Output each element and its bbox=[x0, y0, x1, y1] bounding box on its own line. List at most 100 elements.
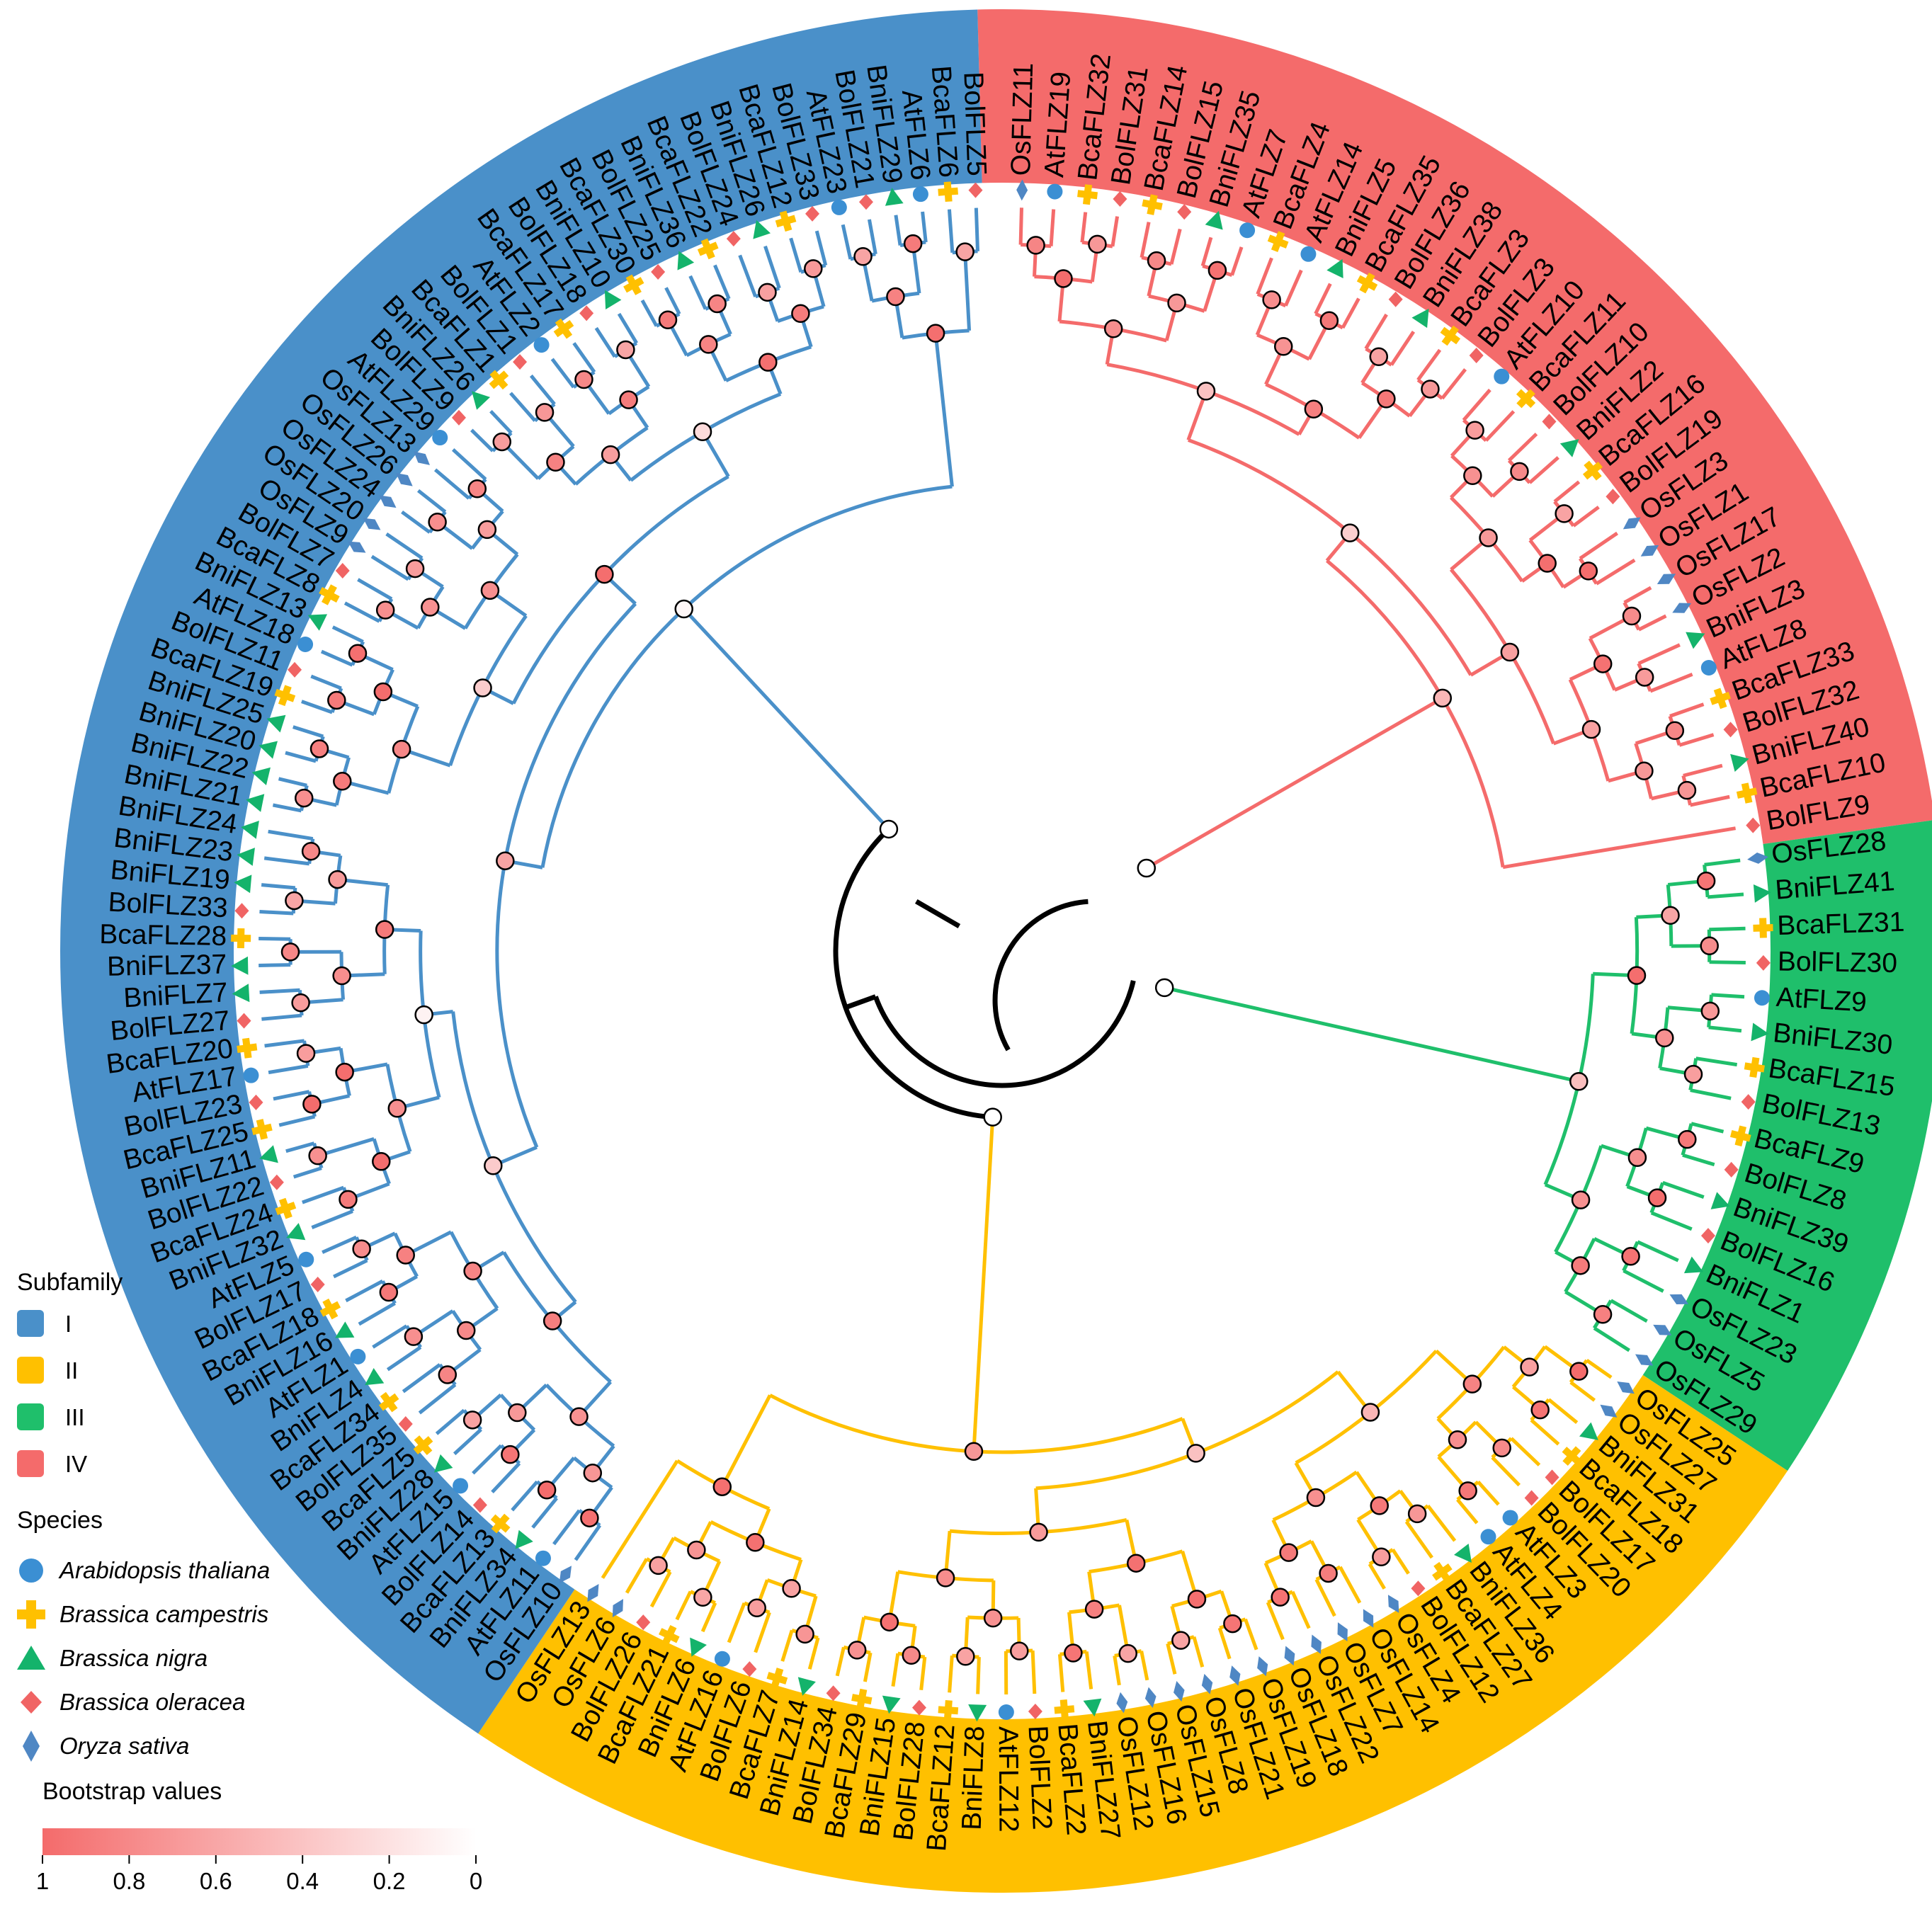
leaf-label: AtFLZ12 bbox=[993, 1726, 1024, 1833]
bootstrap-node bbox=[693, 422, 712, 442]
species-marker-bni bbox=[258, 741, 278, 759]
bootstrap-node bbox=[1635, 761, 1654, 780]
species-marker-os bbox=[559, 1566, 572, 1583]
bootstrap-node bbox=[616, 340, 635, 360]
species-marker-bca bbox=[659, 1624, 680, 1646]
species-marker-bca bbox=[231, 928, 251, 949]
species-marker-bol bbox=[1723, 722, 1738, 738]
species-marker-bca bbox=[775, 210, 797, 232]
species-marker-bca bbox=[1440, 325, 1461, 346]
bootstrap-node bbox=[574, 370, 593, 389]
bootstrap-node bbox=[302, 1095, 322, 1114]
bootstrap-node bbox=[1581, 719, 1601, 739]
species-marker-bca bbox=[319, 584, 340, 605]
bootstrap-node bbox=[1304, 399, 1324, 419]
subfamily-label: I bbox=[65, 1311, 72, 1337]
species-marker-bca bbox=[1142, 194, 1163, 215]
species-marker-bol bbox=[742, 1661, 757, 1677]
bootstrap-node bbox=[396, 1246, 415, 1265]
bootstrap-node bbox=[1700, 1001, 1720, 1021]
bootstrap-node bbox=[1465, 421, 1484, 440]
species-marker-at bbox=[1047, 183, 1063, 200]
bootstrap-node bbox=[1635, 668, 1654, 687]
bootstrap-node bbox=[1458, 1481, 1477, 1500]
bootstrap-node bbox=[1223, 1614, 1242, 1634]
species-marker-os bbox=[587, 1583, 599, 1602]
species-marker-bol bbox=[1388, 291, 1403, 307]
bootstrap-node bbox=[405, 559, 425, 579]
bootstrap-node bbox=[1622, 606, 1642, 626]
species-marker-os bbox=[1747, 853, 1768, 864]
bootstrap-node bbox=[758, 353, 778, 372]
species-marker-bol bbox=[451, 409, 466, 426]
leaf-label: BolFLZ5 bbox=[958, 72, 991, 177]
species-marker-bca bbox=[1729, 1125, 1751, 1147]
species-legend-label: Brassica oleracea bbox=[59, 1689, 245, 1715]
leaf-label: OsFLZ11 bbox=[1006, 62, 1039, 176]
species-marker-bni bbox=[231, 956, 249, 975]
bootstrap-node bbox=[375, 920, 394, 939]
bootstrap-node bbox=[1538, 554, 1557, 573]
bootstrap-node bbox=[291, 993, 310, 1013]
bootstrap-node bbox=[1187, 1590, 1207, 1609]
bootstrap-node bbox=[1448, 1430, 1467, 1449]
species-marker-os bbox=[379, 495, 397, 508]
bootstrap-node bbox=[308, 1146, 327, 1166]
bootstrap-node bbox=[1319, 311, 1339, 331]
bootstrap-node bbox=[1700, 936, 1719, 955]
bootstrap-node bbox=[328, 870, 347, 889]
species-marker-bni bbox=[882, 1695, 901, 1714]
species-legend-marker bbox=[23, 1731, 40, 1762]
subfamily-label: IV bbox=[65, 1451, 87, 1477]
species-marker-bni bbox=[797, 1677, 816, 1696]
bootstrap-node bbox=[332, 966, 351, 986]
band-II bbox=[478, 1374, 1788, 1893]
bootstrap-node bbox=[1462, 1374, 1482, 1394]
species-marker-bni bbox=[1454, 1544, 1472, 1563]
species-marker-bca bbox=[1516, 389, 1536, 409]
species-legend-label: Brassica campestris bbox=[59, 1601, 268, 1627]
bootstrap-node bbox=[687, 1540, 706, 1560]
bootstrap-node bbox=[301, 841, 321, 861]
species-legend-marker bbox=[17, 1600, 45, 1629]
bootstrap-node bbox=[1555, 504, 1574, 523]
bootstrap-tick-label: 1 bbox=[36, 1868, 49, 1894]
species-marker-os bbox=[396, 473, 413, 486]
species-marker-bol bbox=[1113, 190, 1127, 207]
species-marker-at bbox=[1502, 1510, 1518, 1526]
species-marker-at bbox=[453, 1478, 469, 1494]
species-marker-bca bbox=[1562, 1446, 1582, 1466]
bootstrap-node bbox=[473, 678, 492, 697]
bootstrap-node bbox=[1279, 1543, 1298, 1562]
subfamily-legend-title: Subfamily bbox=[17, 1269, 123, 1296]
bootstrap-node bbox=[1593, 1305, 1613, 1324]
species-legend-label: Brassica nigra bbox=[59, 1645, 208, 1671]
band-IV bbox=[977, 9, 1932, 844]
species-marker-bni bbox=[246, 794, 265, 812]
species-marker-bni bbox=[307, 614, 328, 631]
subfamily-swatch-IV bbox=[17, 1450, 44, 1477]
species-marker-bca bbox=[1744, 1056, 1765, 1078]
species-marker-at bbox=[1700, 660, 1717, 676]
bootstrap-node bbox=[1569, 1072, 1589, 1091]
species-marker-at bbox=[1480, 1529, 1496, 1545]
leaf-label: BniFLZ7 bbox=[123, 977, 229, 1013]
bootstrap-node bbox=[1360, 1403, 1380, 1422]
bootstrap-node bbox=[1372, 1547, 1391, 1566]
species-marker-bca bbox=[1356, 272, 1378, 294]
bootstrap-node bbox=[1569, 1362, 1589, 1381]
bootstrap-node bbox=[1677, 780, 1697, 800]
species-marker-bni bbox=[251, 767, 271, 785]
bootstrap-node bbox=[1126, 1554, 1146, 1573]
species-marker-bca bbox=[1077, 184, 1098, 205]
species-legend-marker bbox=[19, 1558, 43, 1583]
species-marker-bni bbox=[1326, 258, 1343, 279]
species-legend-title: Species bbox=[17, 1507, 103, 1534]
species-marker-at bbox=[350, 1348, 366, 1364]
bootstrap-node bbox=[1621, 1247, 1640, 1266]
species-marker-os bbox=[1144, 1687, 1157, 1709]
bootstrap-node bbox=[1593, 654, 1613, 673]
subfamily-ring-bands bbox=[59, 9, 1932, 1893]
bootstrap-node bbox=[1118, 1643, 1137, 1663]
